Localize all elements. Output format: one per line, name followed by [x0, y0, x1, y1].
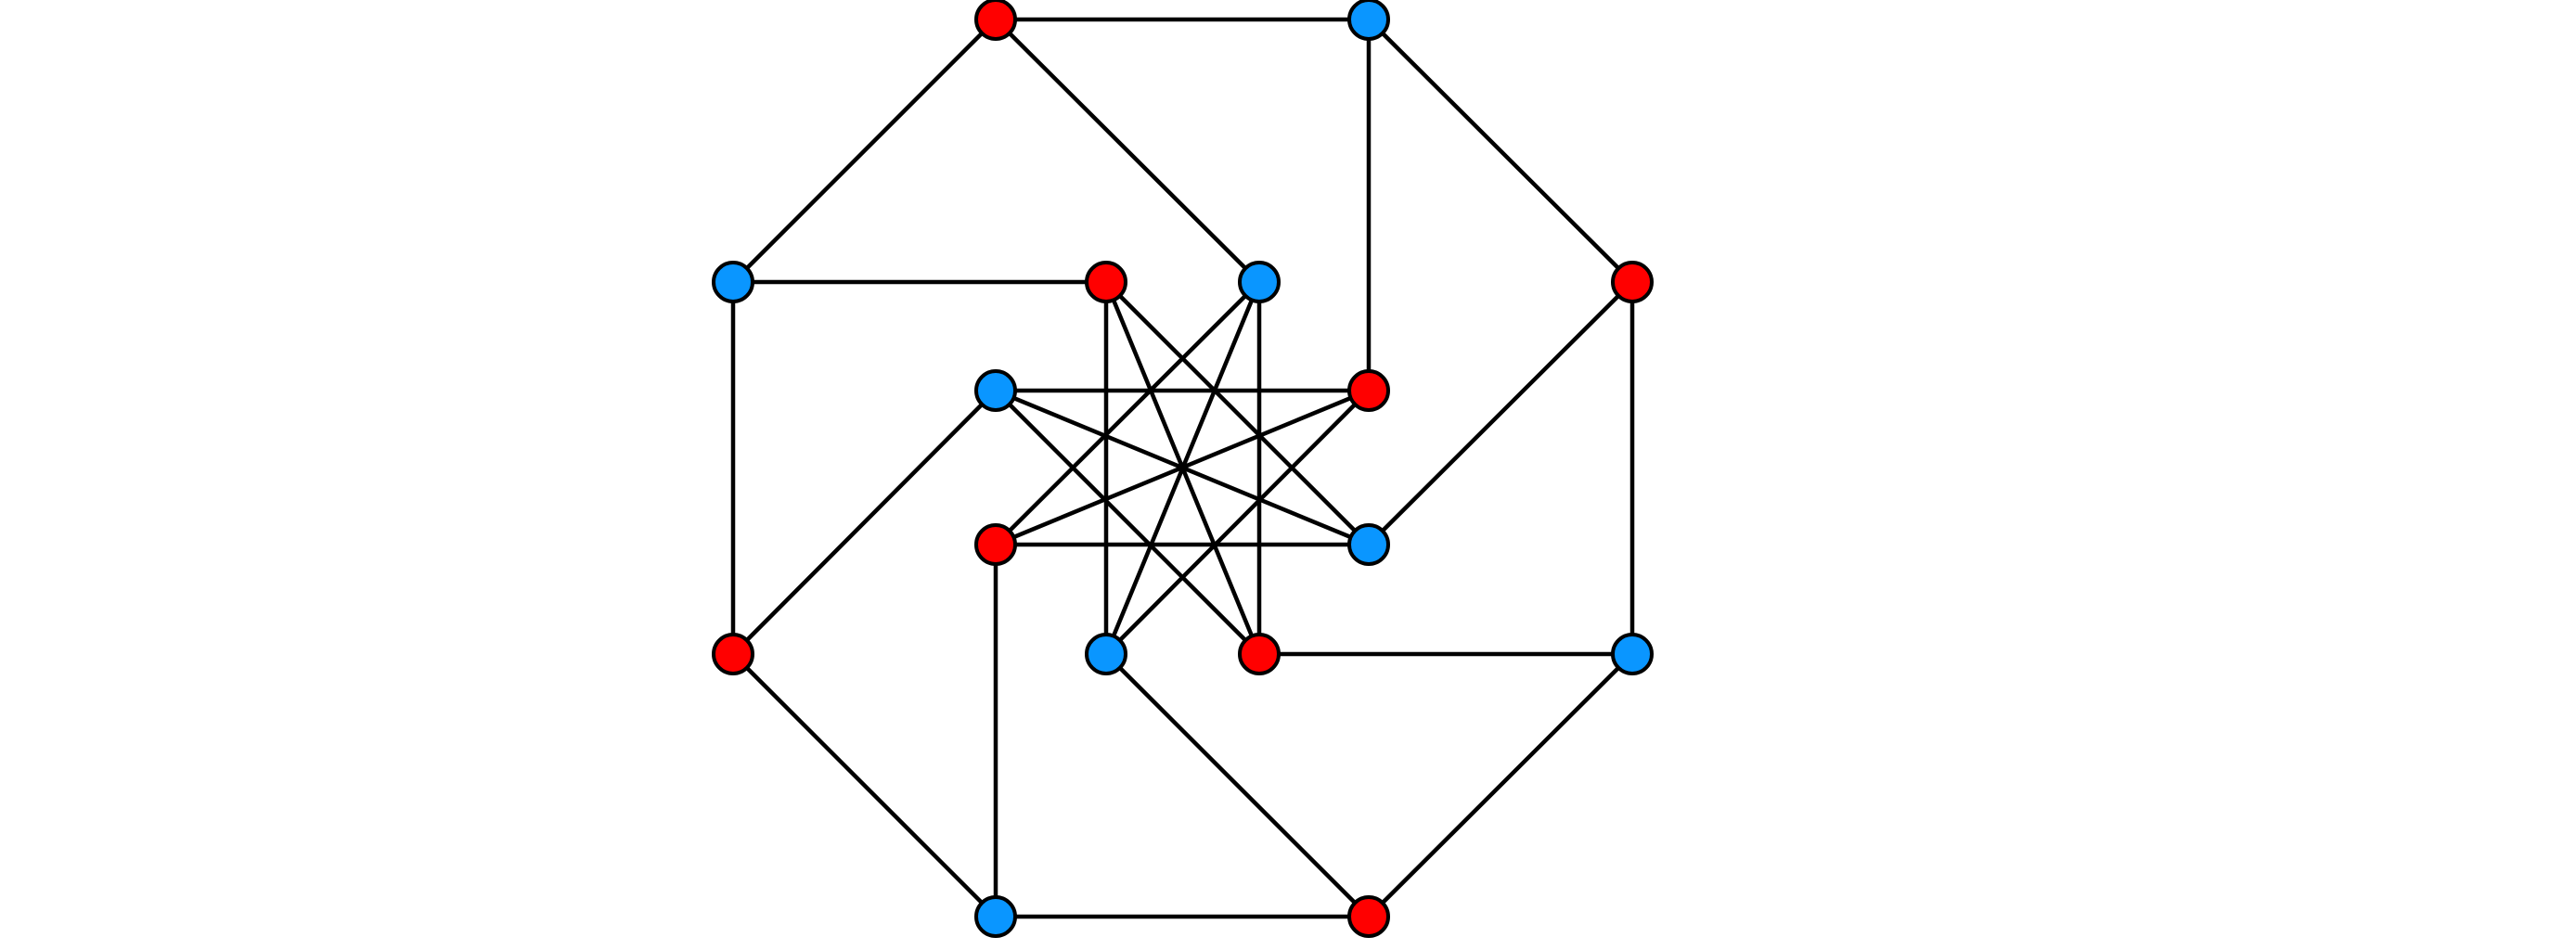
edge-m2-m7 — [993, 279, 1262, 547]
node-blue-m4 — [1347, 523, 1390, 566]
edge-m4-m8 — [993, 388, 1372, 547]
node-red-m1 — [1085, 261, 1127, 303]
edge-o6-o7 — [730, 651, 998, 919]
node-red-o1 — [974, 0, 1017, 41]
node-red-o3 — [1611, 261, 1654, 303]
edge-o5-m6 — [1103, 651, 1372, 919]
node-blue-o8 — [712, 261, 754, 303]
node-red-m3 — [1347, 369, 1390, 412]
node-blue-o4 — [1611, 633, 1654, 675]
edge-o7-m8 — [730, 388, 998, 657]
edge-o8-o1 — [730, 17, 998, 285]
edges-layer — [730, 17, 1635, 919]
edge-m6-m3 — [1103, 388, 1372, 657]
node-blue-m2 — [1238, 261, 1281, 303]
node-red-m7 — [974, 523, 1017, 566]
edge-o2-o3 — [1366, 17, 1635, 285]
node-blue-o2 — [1347, 0, 1390, 41]
edge-m8-m5 — [993, 388, 1262, 657]
edge-m4-m1 — [1103, 279, 1372, 547]
node-red-m5 — [1238, 633, 1281, 675]
node-red-o5 — [1347, 895, 1390, 938]
node-blue-o6 — [974, 895, 1017, 938]
nodes-layer — [712, 0, 1654, 938]
node-red-o7 — [712, 633, 754, 675]
node-blue-m6 — [1085, 633, 1127, 675]
edge-o1-m2 — [993, 17, 1262, 285]
edge-o4-o5 — [1366, 651, 1635, 919]
edge-o3-m4 — [1366, 279, 1635, 547]
node-blue-m8 — [974, 369, 1017, 412]
